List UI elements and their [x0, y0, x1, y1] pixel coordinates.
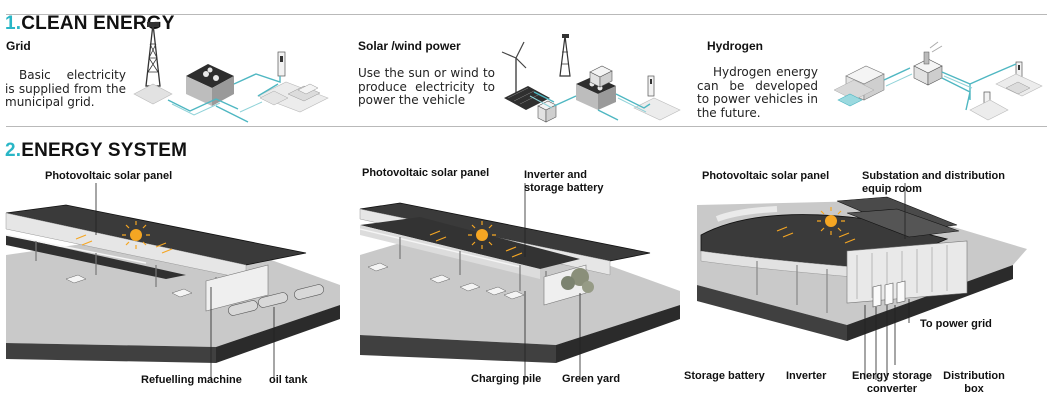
solar-wind-description: Use the sun or wind to produce electrici… — [358, 66, 495, 107]
hydrogen-title: Hydrogen — [707, 39, 764, 53]
charging-station-icon — [257, 51, 329, 113]
label-charging-pile: Charging pile — [471, 373, 542, 385]
grid-title: Grid — [6, 39, 31, 53]
storage-tank-icon — [913, 41, 943, 86]
label-green-yard: Green yard — [562, 373, 621, 385]
label-refuelling-machine: Refuelling machine — [141, 374, 242, 386]
label-photovoltaic-solar-panel: Photovoltaic solar panel — [362, 167, 490, 179]
wind-turbine-icon — [501, 41, 527, 94]
section-title-text: CLEAN ENERGY — [21, 13, 175, 34]
section-number: 2. — [5, 140, 22, 161]
sun-icon — [468, 221, 496, 249]
label-energy-storage-converter: Energy storage converter — [851, 370, 933, 395]
substation-building-icon — [186, 64, 234, 106]
hydrogen-illustration — [833, 41, 1043, 121]
top-rule — [6, 14, 1047, 15]
grid-illustration — [133, 22, 329, 123]
hydrogen-plant-icon — [833, 65, 885, 107]
label-substation-and-distribution-equip-room: Substation and distribution equip room — [862, 170, 1005, 195]
label-inverter: Inverter — [786, 370, 827, 382]
label-distribution-box: Distribution box — [943, 370, 1005, 395]
energy-system-panel-2 — [359, 183, 680, 380]
transmission-tower-icon — [133, 22, 173, 105]
inverter-box-icon — [537, 100, 557, 123]
hydrogen-description: Hydrogen energy can be developed to powe… — [697, 65, 818, 120]
sun-icon — [817, 207, 845, 235]
oil-tank-icon — [227, 284, 325, 316]
label-storage-battery: Storage battery — [684, 370, 765, 382]
green-yard-icon — [561, 268, 594, 293]
mid-rule — [6, 126, 1047, 127]
energy-system-panel-1 — [5, 183, 340, 380]
grid-description: Basic electricity is supplied from the m… — [5, 68, 126, 109]
solar-wind-title: Solar /wind power — [358, 39, 461, 53]
section-title-clean-energy: 1.CLEAN ENERGY — [5, 13, 175, 35]
section-title-text: ENERGY SYSTEM — [21, 140, 188, 161]
section-title-energy-system: 2.ENERGY SYSTEM — [5, 140, 187, 162]
energy-system-panel-3 — [697, 183, 1027, 380]
battery-box-icon — [589, 65, 613, 88]
sun-icon — [122, 221, 150, 249]
label-to-power-grid: To power grid — [920, 318, 992, 330]
tower-icon — [559, 34, 571, 77]
section-number: 1. — [5, 13, 22, 34]
label-oil-tank: oil tank — [269, 374, 308, 386]
label-photovoltaic-solar-panel: Photovoltaic solar panel — [45, 170, 173, 182]
label-photovoltaic-solar-panel: Photovoltaic solar panel — [702, 170, 830, 182]
hydrogen-station-icon — [969, 61, 1043, 121]
solar-panel-array-icon — [504, 86, 550, 110]
label-inverter-and-storage-battery: Inverter and storage battery — [524, 169, 604, 194]
solar-wind-illustration — [501, 34, 681, 123]
charging-station-icon — [633, 75, 681, 121]
